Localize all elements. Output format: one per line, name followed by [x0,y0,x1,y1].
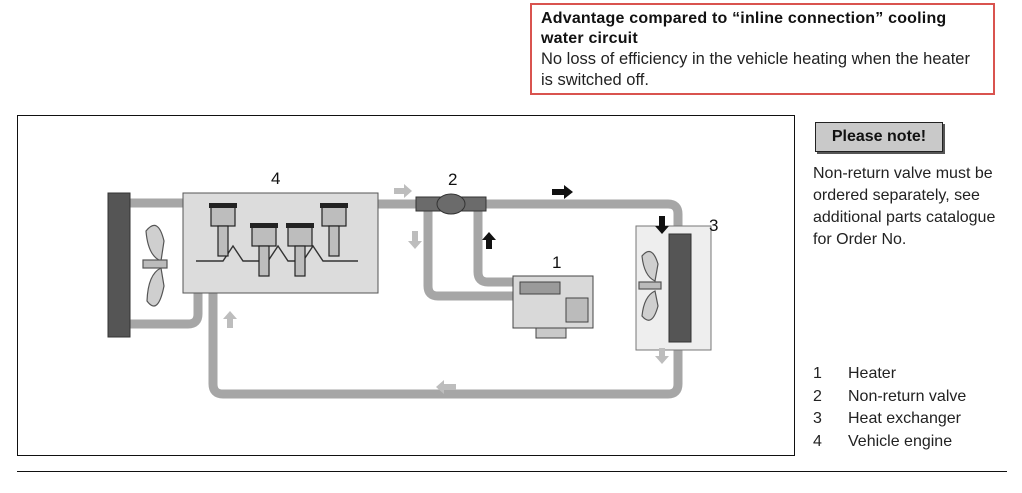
advantage-title: Advantage compared to “inline connection… [541,10,947,47]
legend-number: 3 [813,410,822,427]
flow-arrow-gray-left-icon [436,380,456,394]
legend-item: 1 Heater [813,363,1018,386]
label-valve-number: 2 [448,170,457,189]
flow-arrow-gray-down-icon [408,231,422,249]
please-note-badge: Please note! [815,122,943,152]
flow-arrow-black-up-icon [482,232,496,249]
legend-number: 4 [813,432,822,450]
bottom-divider [17,471,1007,472]
advantage-text: No loss of efficiency in the vehicle hea… [541,50,970,89]
legend-item: 2 Non-return valve [813,386,1018,409]
legend-number: 1 [813,365,822,382]
engine-pistons-icon [196,203,358,277]
flow-arrow-black-down-icon [655,216,669,234]
flow-arrow-gray-down-right-icon [655,348,669,364]
label-engine-number: 4 [271,169,280,188]
pipe-radiator-bottom [125,287,203,329]
label-heater-number: 1 [552,253,561,272]
heater-unit [512,275,594,339]
cooling-circuit-diagram: 4 2 1 3 [17,115,795,456]
legend-label: Vehicle engine [848,432,953,450]
flow-arrow-gray-up-icon [223,311,237,328]
heat-exchanger-core [668,233,692,343]
pipe-return-loop [208,287,683,399]
pipe-valve-to-heater [423,203,518,301]
coolant-pipes [125,198,683,399]
label-heat-exchanger-number: 3 [709,216,718,235]
radiator-left [107,192,131,338]
legend-label: Heater [848,365,897,382]
note-text: Non-return valve must be ordered separat… [813,165,996,248]
diagram-canvas: 4 2 1 3 [107,169,718,399]
legend-number: 2 [813,387,822,405]
pipe-valve-to-exchanger [478,199,683,239]
fan-left-icon [142,224,168,307]
advantage-box: Advantage compared to “inline connection… [530,3,995,95]
flow-arrow-black-right-icon [552,185,573,199]
legend-label: Heat exchanger [848,410,961,427]
pipe-heater-to-valve [473,203,518,287]
flow-arrow-gray-right-icon [394,184,412,198]
legend-item: 3 Heat exchanger [813,408,1018,431]
non-return-valve [415,193,487,215]
legend: 1 Heater 2 Non-return valve 3 Heat excha… [813,363,1018,453]
legend-label: Non-return valve [848,387,967,405]
legend-item: 4 Vehicle engine [813,431,1018,454]
fan-right-icon [638,250,662,321]
